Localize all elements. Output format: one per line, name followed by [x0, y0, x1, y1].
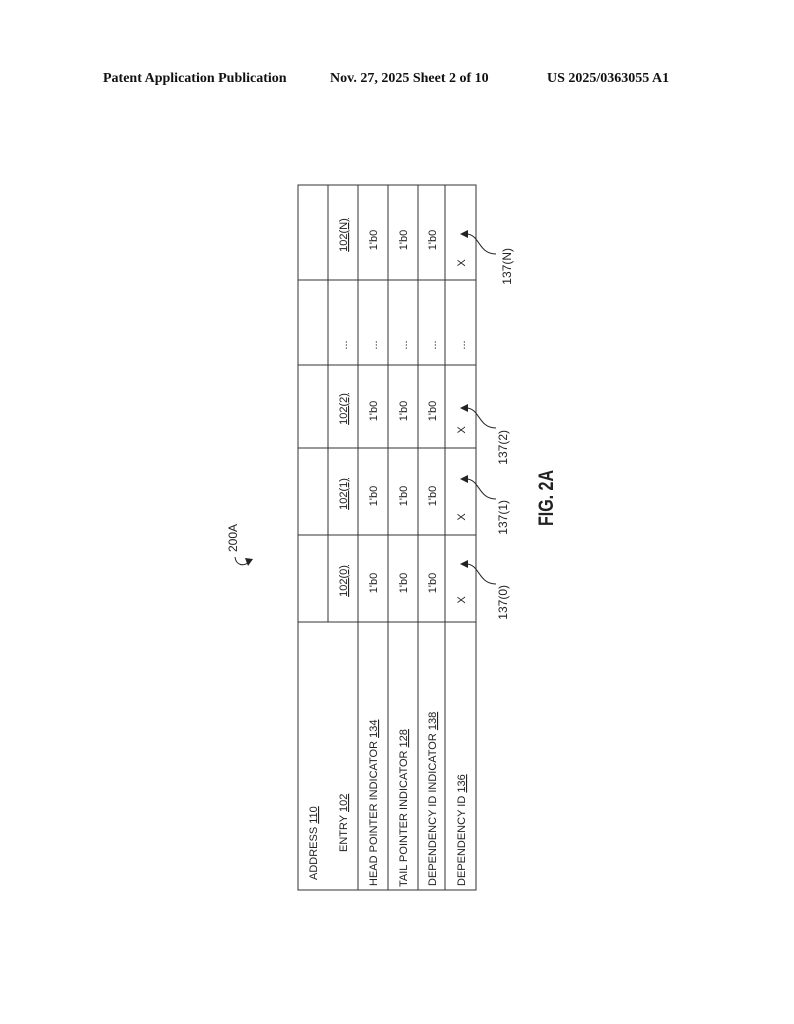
publication-number: US 2025/0363055 A1 [547, 71, 669, 86]
entry-header: 102(N) [338, 218, 350, 252]
head-pointer-value: 1'b0 [368, 401, 380, 421]
publication-title: Patent Application Publication [103, 71, 287, 86]
callout-label: 137(N) [500, 248, 514, 285]
row-label-tail-pointer: TAIL POINTER INDICATOR 128 [398, 729, 410, 887]
dependency-id-value: X [456, 426, 468, 434]
arrowhead-icon [245, 558, 253, 566]
dependency-id-indicator-value: ... [427, 340, 439, 349]
tail-pointer-value: 1'b0 [398, 401, 410, 421]
callout-label: 137(2) [496, 430, 510, 465]
entry-header: 102(1) [338, 478, 350, 510]
tail-pointer-value: 1'b0 [398, 486, 410, 506]
callout-label: 137(1) [496, 500, 510, 535]
entry-header: 102(2) [338, 393, 350, 425]
tail-pointer-value: ... [398, 340, 410, 349]
figure-reference-200a: 200A [226, 524, 253, 566]
table-border [297, 184, 477, 891]
row-label-entry: ENTRY 102 [338, 794, 350, 852]
callout-arrow-line [465, 233, 497, 255]
head-pointer-value: 1'b0 [368, 573, 380, 593]
figure-ref-label: 200A [226, 524, 240, 552]
date-sheet: Nov. 27, 2025 Sheet 2 of 10 [330, 71, 489, 86]
callout-arrow-line [465, 478, 497, 500]
entry-header: 102(0) [338, 565, 350, 597]
arrowhead-icon [460, 230, 468, 238]
dependency-id-value: ... [456, 340, 468, 349]
dependency-id-indicator-value: 1'b0 [427, 230, 439, 250]
head-pointer-value: ... [368, 340, 380, 349]
row-label-head-pointer: HEAD POINTER INDICATOR 134 [368, 720, 380, 886]
row-label-dependency-id: DEPENDENCY ID 136 [456, 774, 468, 886]
callout-137-2: 137(2) [460, 404, 510, 465]
data-table: ADDRESS 110 ENTRY 102 HEAD POINTER INDIC… [297, 184, 514, 891]
row-label-dependency-id-indicator: DEPENDENCY ID INDICATOR 138 [427, 712, 439, 886]
callout-label: 137(0) [496, 585, 510, 620]
arrowhead-icon [460, 475, 468, 483]
head-pointer-value: 1'b0 [368, 230, 380, 250]
callout-137-n: 137(N) [460, 230, 514, 285]
callout-137-1: 137(1) [460, 475, 510, 535]
arrowhead-icon [460, 404, 468, 412]
head-pointer-value: 1'b0 [368, 486, 380, 506]
dependency-id-value: X [456, 596, 468, 604]
tail-pointer-value: 1'b0 [398, 230, 410, 250]
dependency-id-value: X [456, 259, 468, 267]
callout-137-0: 137(0) [460, 560, 510, 620]
dependency-id-value: X [456, 513, 468, 521]
entry-header: ... [338, 340, 350, 349]
figure-caption: FIG. 2A [535, 470, 558, 526]
dependency-id-indicator-value: 1'b0 [427, 573, 439, 593]
callout-arrow-line [465, 563, 497, 585]
callout-arrow-line [465, 407, 497, 429]
table-grid [298, 185, 476, 890]
dependency-id-indicator-value: 1'b0 [427, 486, 439, 506]
dependency-id-indicator-value: 1'b0 [427, 401, 439, 421]
row-label-address: ADDRESS 110 [308, 806, 320, 880]
tail-pointer-value: 1'b0 [398, 573, 410, 593]
arrowhead-icon [460, 560, 468, 568]
